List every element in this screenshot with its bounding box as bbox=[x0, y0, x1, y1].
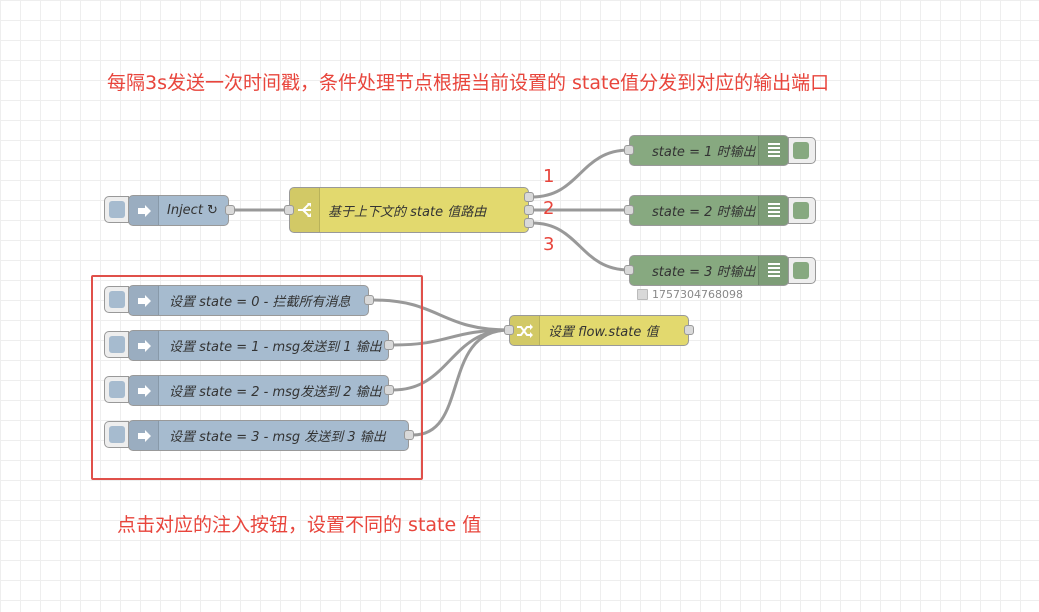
port-label-1: 1 bbox=[543, 166, 555, 187]
node-label: state = 1 时输出 bbox=[652, 145, 756, 160]
arrow-right-icon bbox=[129, 421, 159, 450]
output-port[interactable] bbox=[384, 385, 394, 395]
node-debug-2[interactable]: state = 2 时输出 bbox=[629, 195, 789, 226]
node-label: state = 3 时输出 bbox=[652, 265, 756, 280]
output-port-1[interactable] bbox=[524, 192, 534, 202]
output-port[interactable] bbox=[384, 340, 394, 350]
inject-button[interactable] bbox=[104, 376, 129, 403]
input-port[interactable] bbox=[624, 145, 634, 155]
output-port[interactable] bbox=[364, 295, 374, 305]
input-port[interactable] bbox=[284, 205, 294, 215]
node-set-state-3[interactable]: 设置 state = 3 - msg 发送到 3 输出 bbox=[128, 420, 409, 451]
arrow-right-icon bbox=[129, 376, 159, 405]
list-icon bbox=[758, 256, 788, 285]
input-port[interactable] bbox=[624, 205, 634, 215]
arrow-right-icon bbox=[129, 286, 159, 315]
node-change-flow-state[interactable]: 设置 flow.state 值 bbox=[509, 315, 689, 346]
output-port-3[interactable] bbox=[524, 218, 534, 228]
node-label: 基于上下文的 state 值路由 bbox=[328, 204, 487, 220]
node-label: 设置 flow.state 值 bbox=[548, 325, 659, 340]
status-dot-icon bbox=[637, 289, 648, 300]
node-status: 1757304768098 bbox=[637, 288, 743, 301]
arrow-right-icon bbox=[129, 331, 159, 360]
node-label: 设置 state = 3 - msg 发送到 3 输出 bbox=[169, 430, 386, 445]
node-label: Inject ↻ bbox=[167, 203, 218, 218]
output-port[interactable] bbox=[225, 205, 235, 215]
debug-toggle-button[interactable] bbox=[788, 257, 816, 284]
wire-set3-change bbox=[412, 328, 510, 437]
node-switch[interactable]: 基于上下文的 state 值路由 bbox=[289, 187, 529, 233]
input-port[interactable] bbox=[624, 265, 634, 275]
switch-fork-icon bbox=[290, 188, 320, 232]
output-port-2[interactable] bbox=[524, 205, 534, 215]
node-label: 设置 state = 0 - 拦截所有消息 bbox=[169, 295, 351, 310]
wire-switch-debug3 bbox=[531, 221, 630, 272]
shuffle-icon bbox=[510, 316, 540, 345]
node-set-state-0[interactable]: 设置 state = 0 - 拦截所有消息 bbox=[128, 285, 369, 316]
debug-toggle-button[interactable] bbox=[788, 197, 816, 224]
inject-button[interactable] bbox=[104, 286, 129, 313]
node-label: state = 2 时输出 bbox=[652, 205, 756, 220]
port-label-3: 3 bbox=[543, 234, 555, 255]
output-port[interactable] bbox=[404, 430, 414, 440]
arrow-right-icon bbox=[129, 196, 159, 225]
node-debug-1[interactable]: state = 1 时输出 bbox=[629, 135, 789, 166]
list-icon bbox=[758, 196, 788, 225]
inject-button[interactable] bbox=[104, 421, 129, 448]
inject-button[interactable] bbox=[104, 331, 129, 358]
debug-toggle-button[interactable] bbox=[788, 137, 816, 164]
port-label-2: 2 bbox=[543, 198, 555, 219]
node-set-state-2[interactable]: 设置 state = 2 - msg发送到 2 输出 bbox=[128, 375, 389, 406]
node-label: 设置 state = 2 - msg发送到 2 输出 bbox=[169, 385, 382, 400]
wire-switch-debug1 bbox=[531, 148, 630, 199]
node-debug-3[interactable]: state = 3 时输出 bbox=[629, 255, 789, 286]
output-port[interactable] bbox=[684, 325, 694, 335]
annotation-top: 每隔3s发送一次时间戳，条件处理节点根据当前设置的 state值分发到对应的输出… bbox=[107, 72, 830, 94]
annotation-bottom: 点击对应的注入按钮，设置不同的 state 值 bbox=[117, 514, 482, 536]
node-set-state-1[interactable]: 设置 state = 1 - msg发送到 1 输出 bbox=[128, 330, 389, 361]
node-label: 设置 state = 1 - msg发送到 1 输出 bbox=[169, 340, 382, 355]
highlight-box bbox=[91, 275, 423, 480]
list-icon bbox=[758, 136, 788, 165]
input-port[interactable] bbox=[504, 325, 514, 335]
node-inject-timer[interactable]: Inject ↻ bbox=[128, 195, 229, 226]
inject-button[interactable] bbox=[104, 196, 129, 223]
wire-set0-change bbox=[372, 298, 510, 332]
status-text: 1757304768098 bbox=[652, 288, 743, 301]
